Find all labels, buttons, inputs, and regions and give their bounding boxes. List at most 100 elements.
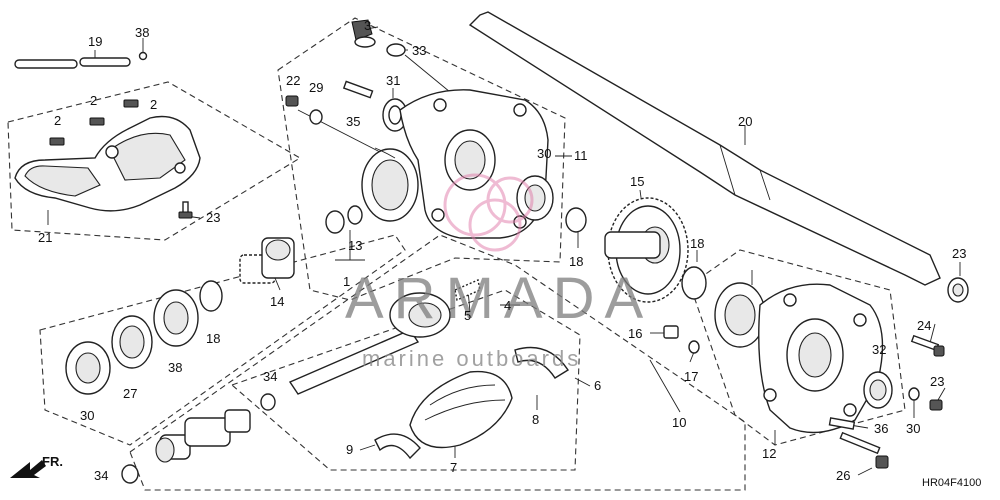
part-21-skid-plate	[14, 115, 201, 212]
callout-6: 6	[594, 378, 601, 393]
callout-2: 2	[90, 93, 97, 108]
part-32-seal	[863, 371, 893, 409]
callout-24: 23	[206, 210, 220, 225]
callout-34: 34	[263, 369, 277, 384]
callout-13: 13	[348, 238, 362, 253]
part-27-bearing	[111, 315, 153, 369]
part-7-boot	[409, 370, 513, 449]
watermark-title: ARMADA	[345, 266, 653, 331]
callout-1: 1	[343, 274, 350, 289]
callout-29: 30	[537, 146, 551, 161]
part-23-bolt-right	[929, 399, 943, 411]
part-13-bearings	[325, 205, 363, 234]
callout-36: 36	[874, 421, 888, 436]
callout-33: 33	[412, 43, 426, 58]
group-outlines	[7, 17, 906, 491]
callout-23: 22	[286, 73, 300, 88]
outline-final-gear-case-group	[277, 17, 566, 301]
part-38-bearing-left	[153, 289, 199, 347]
part-14-pinion-gear	[239, 237, 295, 284]
part-18-shim-left	[199, 280, 223, 312]
direction-label: FR.	[42, 454, 63, 469]
part-35-stud	[342, 80, 374, 99]
callout-22: 23	[952, 246, 966, 261]
callout-28: 29	[309, 80, 323, 95]
callout-19: 19	[88, 34, 102, 49]
callout-21: 21	[38, 230, 52, 245]
part-15-ring-gear	[604, 197, 689, 303]
part-20-axle-shaft	[468, 11, 941, 286]
part-16-plug	[663, 325, 679, 339]
callout-28: 30	[906, 421, 920, 436]
callout-23: 23	[930, 374, 944, 389]
part-28-washer-right	[908, 387, 920, 401]
part-30-seal	[65, 341, 111, 395]
callout-37: 38	[135, 25, 149, 40]
front-direction-arrow: FR.	[10, 454, 63, 478]
part-33-oring	[386, 43, 406, 57]
diagram-code: HR04F4100	[922, 477, 981, 489]
part-18-shim-top	[565, 207, 587, 233]
callout-30: 30	[80, 408, 94, 423]
part-24-bolt	[178, 201, 193, 219]
part-5-spring	[454, 279, 481, 301]
part-29-bearing	[516, 175, 554, 221]
callout-32: 32	[872, 342, 886, 357]
callout-38: 38	[168, 360, 182, 375]
outline-pinion-group	[39, 234, 406, 446]
callout-25: 24	[917, 318, 931, 333]
callout-10: 10	[672, 415, 686, 430]
part-31-seal	[382, 98, 408, 132]
callout-31: 31	[386, 73, 400, 88]
part-2-rubbers	[49, 99, 139, 146]
callout-3: 3	[364, 18, 371, 33]
part-22-cap	[947, 277, 969, 303]
callout-17: 17	[684, 369, 698, 384]
part-18-shim-right	[681, 266, 707, 300]
part-23-bolt-left	[285, 95, 299, 107]
part-34-ring-upper	[260, 393, 276, 411]
part-28-washer-left	[309, 109, 323, 125]
callout-14: 14	[270, 294, 284, 309]
callout-18: 18	[690, 236, 704, 251]
watermark-subtitle: marine outboards	[362, 346, 581, 371]
part-17-washer	[688, 340, 700, 354]
callout-8: 8	[532, 412, 539, 427]
callout-2: 2	[54, 113, 61, 128]
callout-labels: 19 38 2 2 2 21 23 3 33 22 29 31 35 11 30…	[38, 18, 966, 483]
part-12-cover	[758, 283, 884, 434]
part-10-propeller-shaft	[288, 292, 451, 395]
part-34-ring-lower	[121, 464, 139, 484]
part-8-band	[514, 346, 569, 379]
callout-5: 5	[464, 308, 471, 323]
part-yoke-joint	[155, 409, 251, 463]
part-9-band	[374, 433, 421, 460]
callout-18: 18	[569, 254, 583, 269]
callout-11: 11	[574, 148, 588, 163]
callout-18: 18	[206, 331, 220, 346]
watermark-logo	[443, 173, 534, 252]
part-38-bearing-right	[714, 282, 766, 348]
part-3-cap	[351, 19, 376, 48]
callout-15: 15	[630, 174, 644, 189]
part-25-bolt	[910, 334, 945, 357]
callout-20: 20	[738, 114, 752, 129]
callout-34: 34	[94, 468, 108, 483]
callout-27: 27	[123, 386, 137, 401]
part-37-clip	[138, 51, 148, 61]
callout-26: 26	[836, 468, 850, 483]
part-11-gear-case	[361, 89, 549, 239]
watermark: ARMADA marine outboards	[345, 173, 653, 371]
part-26-bolt	[839, 431, 889, 469]
callout-12: 12	[762, 446, 776, 461]
callout-2: 2	[150, 97, 157, 112]
part-36-stud	[828, 417, 856, 430]
callout-7: 7	[450, 460, 457, 475]
callout-35: 35	[346, 114, 360, 129]
callout-9: 9	[346, 442, 353, 457]
callout-16: 16	[628, 326, 642, 341]
outline-driveshaft-group	[129, 234, 746, 491]
part-19-hose	[14, 57, 131, 69]
outline-boot-group	[230, 289, 581, 471]
